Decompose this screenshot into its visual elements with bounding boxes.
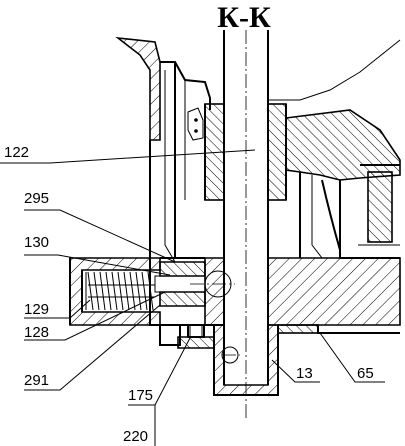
label-220: 220	[123, 428, 148, 445]
label-122: 122	[4, 144, 29, 161]
leader-lines	[0, 149, 385, 446]
flange-65	[277, 324, 400, 334]
label-130: 130	[24, 234, 49, 251]
label-129: 129	[24, 301, 49, 318]
lower-body	[149, 265, 181, 346]
right-housing	[268, 39, 401, 259]
label-295: 295	[24, 190, 49, 207]
label-175: 175	[128, 387, 153, 404]
bore-housing	[160, 257, 401, 326]
upper-housing	[115, 36, 211, 265]
shaft-cap-13	[213, 324, 279, 396]
set-screw	[187, 107, 204, 141]
label-65: 65	[357, 365, 374, 382]
label-13: 13	[296, 365, 313, 382]
label-128: 128	[24, 324, 49, 341]
section-title: К-К	[217, 1, 271, 34]
bolt-175	[177, 324, 240, 364]
label-291: 291	[24, 372, 49, 389]
vertical-shaft	[223, 30, 269, 420]
